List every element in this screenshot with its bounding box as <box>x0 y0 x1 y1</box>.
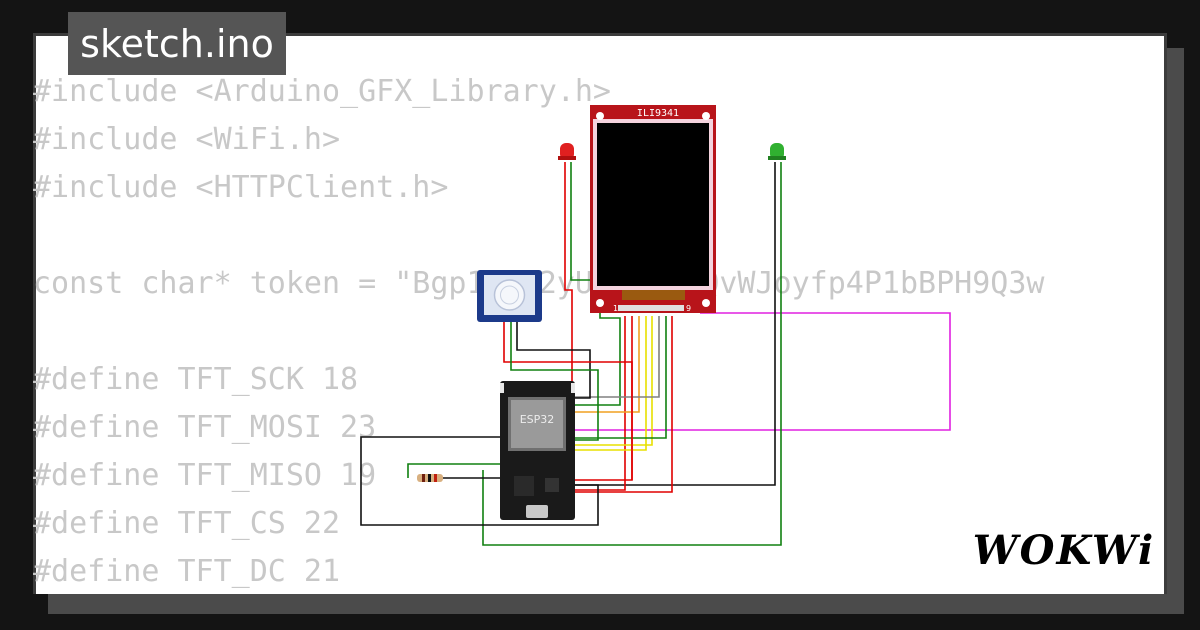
card-shadow-bottom <box>48 594 1184 614</box>
code-line: #define TFT_MISO 19 <box>33 458 377 493</box>
wire-green-res <box>407 463 500 478</box>
wire-gray <box>572 316 660 398</box>
wire-green-red-led <box>570 162 621 406</box>
wire-green-tft <box>572 316 667 439</box>
wire-magenta <box>572 312 951 431</box>
pin-first-label: 1 <box>613 304 618 313</box>
display-label: ILI9341 <box>637 108 679 119</box>
wokwi-logo: WOKWi <box>972 526 1156 574</box>
wire-red-3 <box>572 316 673 493</box>
resistor <box>417 474 443 482</box>
code-line: #define TFT_SCK 18 <box>33 362 359 397</box>
tft-display: ILI9341 1 9 <box>590 105 716 313</box>
led-red <box>558 143 576 160</box>
code-preview: #include <Arduino_GFX_Library.h> #include… <box>33 68 1044 596</box>
pin-last-label: 9 <box>686 304 691 313</box>
wire-black-led <box>572 162 776 486</box>
mcu-label: ESP32 <box>520 413 555 426</box>
wire-red-pir <box>503 322 633 480</box>
wire-black-loop <box>360 436 599 526</box>
led-green <box>768 143 786 160</box>
wire-green-led <box>482 162 782 546</box>
wire-black-pir <box>516 322 591 399</box>
pir-sensor <box>477 270 542 322</box>
wires <box>360 162 951 546</box>
esp32-board: ESP32 <box>500 381 575 520</box>
wire-yellow-2 <box>572 316 653 446</box>
wire-orange <box>572 316 640 413</box>
code-line: #include <Arduino_GFX_Library.h> <box>33 74 611 109</box>
wire-yellow-1 <box>572 316 647 451</box>
code-line: #include <HTTPClient.h> <box>33 170 449 205</box>
code-line: #define TFT_MOSI 23 <box>33 410 377 445</box>
filename-tab[interactable]: sketch.ino <box>68 12 286 75</box>
code-line: #define TFT_CS 22 <box>33 506 341 541</box>
code-line: #define TFT_DC 21 <box>33 554 341 589</box>
wire-green-pir <box>510 322 599 441</box>
code-line: #include <WiFi.h> <box>33 122 341 157</box>
